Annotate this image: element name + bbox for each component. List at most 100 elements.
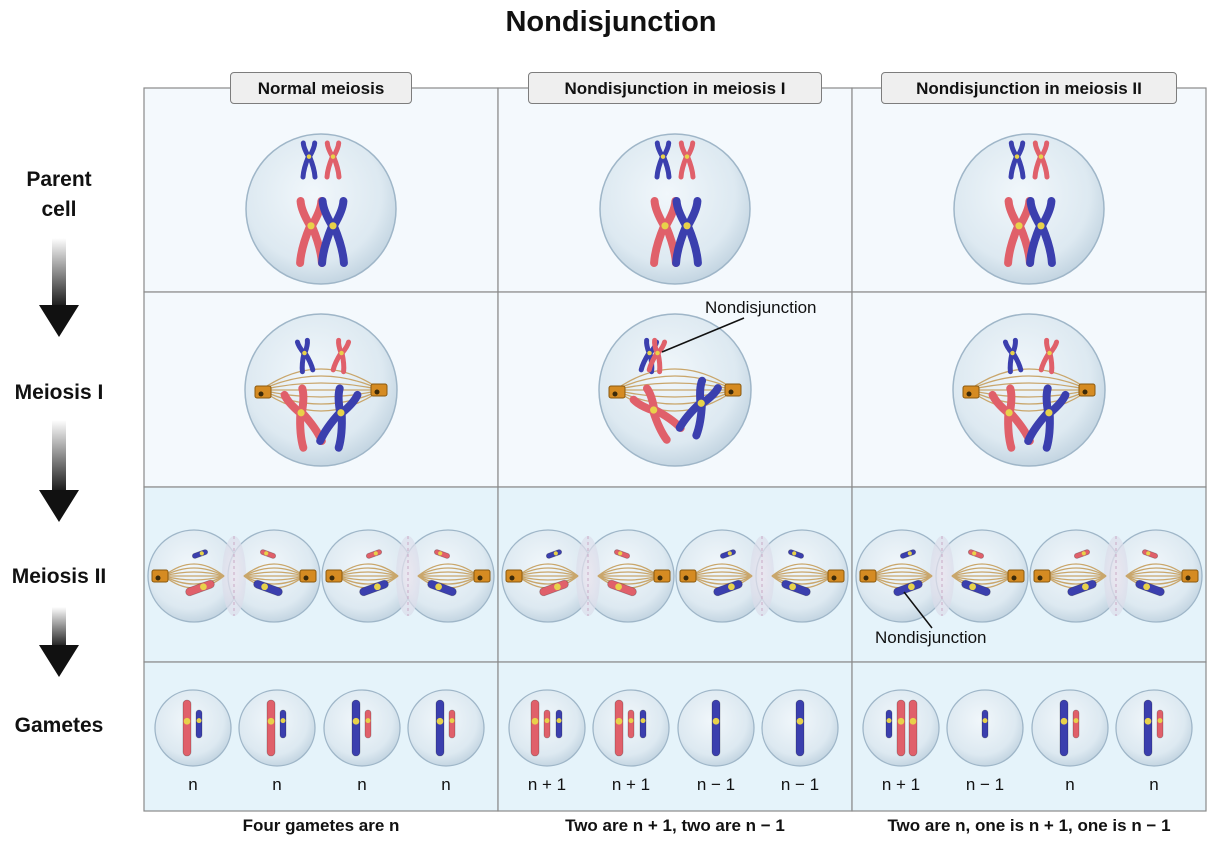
spindle-fiber <box>1045 567 1107 577</box>
centrosome-body <box>962 385 980 399</box>
centromere <box>1047 350 1052 356</box>
chromatid <box>885 709 893 739</box>
summary-nondisjunction-meiosis-2: Two are n, one is n + 1, one is n − 1 <box>887 816 1171 835</box>
centrosome-body <box>679 569 697 583</box>
centromere <box>1010 350 1015 356</box>
centrosome-left <box>608 385 626 399</box>
centromere <box>909 717 917 725</box>
spindle-fiber <box>614 389 736 398</box>
nondisjoined-red <box>646 337 668 375</box>
spindle-fiber <box>163 563 225 577</box>
small-chromosome <box>543 709 551 739</box>
gamete-ploidy-label: n <box>441 775 450 794</box>
large-chromosome <box>614 699 624 757</box>
spindle-fiber <box>691 575 753 585</box>
row-label-parent-line1: Parent <box>26 168 92 191</box>
small-chromatid <box>967 549 985 559</box>
chromatid <box>1059 699 1069 757</box>
centriole <box>1011 575 1017 581</box>
small-chromosome-red <box>330 337 352 375</box>
gamete-membrane <box>407 689 485 767</box>
centriole <box>258 391 264 397</box>
spindle-fiber <box>871 575 933 585</box>
centromere <box>199 551 204 556</box>
chromatid <box>1143 699 1153 757</box>
meiosis-1-nondisjunction-leader <box>661 317 745 353</box>
spindle-fiber <box>260 389 382 405</box>
centromere <box>553 551 558 556</box>
meiosis-2-nondisjunction-label: Nondisjunction <box>875 628 987 647</box>
gamete-ploidy-label: n <box>357 775 366 794</box>
centromere <box>183 717 191 725</box>
centrosome-right <box>724 383 742 397</box>
centromere <box>373 551 378 556</box>
spindle-fiber <box>968 389 1090 412</box>
centrosome-right <box>299 569 317 583</box>
chromatid <box>359 579 389 597</box>
centromere <box>267 717 275 725</box>
gamete-ploidy-label: n <box>188 775 197 794</box>
large-chromatid <box>713 579 743 597</box>
chromatid <box>908 699 918 757</box>
gamete-1-3: n <box>323 689 401 794</box>
gamete-membrane <box>154 689 232 767</box>
small-chromatid <box>613 549 631 559</box>
centrosome-body <box>859 569 877 583</box>
chromatid <box>364 709 372 739</box>
centromere <box>449 718 455 724</box>
centromere <box>615 717 623 725</box>
spindle-fiber <box>951 563 1013 577</box>
row-label-meiosis-1: Meiosis I <box>14 381 104 404</box>
centromere <box>438 551 443 556</box>
large-chromosome-blue <box>672 197 702 267</box>
spindle-fiber <box>163 567 225 577</box>
meiosis-2-cell-pair-2-2 <box>675 529 849 623</box>
gamete-2-1: n + 1 <box>508 689 586 794</box>
small-chromatid <box>433 549 451 559</box>
centromere <box>337 409 345 417</box>
centriole <box>477 575 483 581</box>
spindle-fiber <box>517 563 579 577</box>
chromatid <box>614 699 624 757</box>
cleavage-region <box>930 536 954 616</box>
small-chromosome-red <box>678 140 696 180</box>
gamete-ploidy-label: n + 1 <box>882 775 920 794</box>
large-chromatid <box>359 579 389 597</box>
gamete-2-2: n + 1 <box>592 689 670 794</box>
cleavage-region <box>750 536 774 616</box>
centromere <box>789 583 796 591</box>
spindle-fiber <box>243 567 305 577</box>
gamete-membrane <box>323 689 401 767</box>
centromere <box>1005 409 1013 417</box>
chromatid <box>182 699 192 757</box>
small-chromatid <box>899 549 917 559</box>
centromere <box>712 717 720 725</box>
parent-cell-2 <box>599 133 751 285</box>
cleavage-region <box>396 536 420 616</box>
column-header-normal-meiosis: Normal meiosis <box>230 72 412 104</box>
chromatid <box>961 579 991 597</box>
chromatid <box>448 709 456 739</box>
centrosome-right <box>1007 569 1025 583</box>
gamete-ploidy-label: n + 1 <box>612 775 650 794</box>
spindle-fiber <box>243 563 305 577</box>
spindle-fiber <box>951 575 1013 585</box>
meiosis-1-cell-2 <box>598 313 752 467</box>
centromere <box>897 717 905 725</box>
small-chromosome-red <box>1038 337 1060 375</box>
spindle-fiber <box>1045 571 1107 577</box>
spindle-fiber <box>871 563 933 577</box>
large-chromosome <box>351 699 361 757</box>
spindle-fiber <box>163 575 225 585</box>
centromere <box>1037 222 1045 230</box>
chromatid <box>279 709 287 739</box>
small-chromatid <box>191 549 209 559</box>
centromere <box>1081 551 1086 556</box>
spindle-fiber <box>163 571 225 577</box>
process-arrow-head-3 <box>39 645 79 677</box>
spindle-fiber <box>517 575 579 581</box>
centrosome-body <box>370 383 388 397</box>
centromere <box>306 154 312 159</box>
diagram-title: Nondisjunction <box>505 6 717 38</box>
spindle-fiber <box>691 575 753 581</box>
